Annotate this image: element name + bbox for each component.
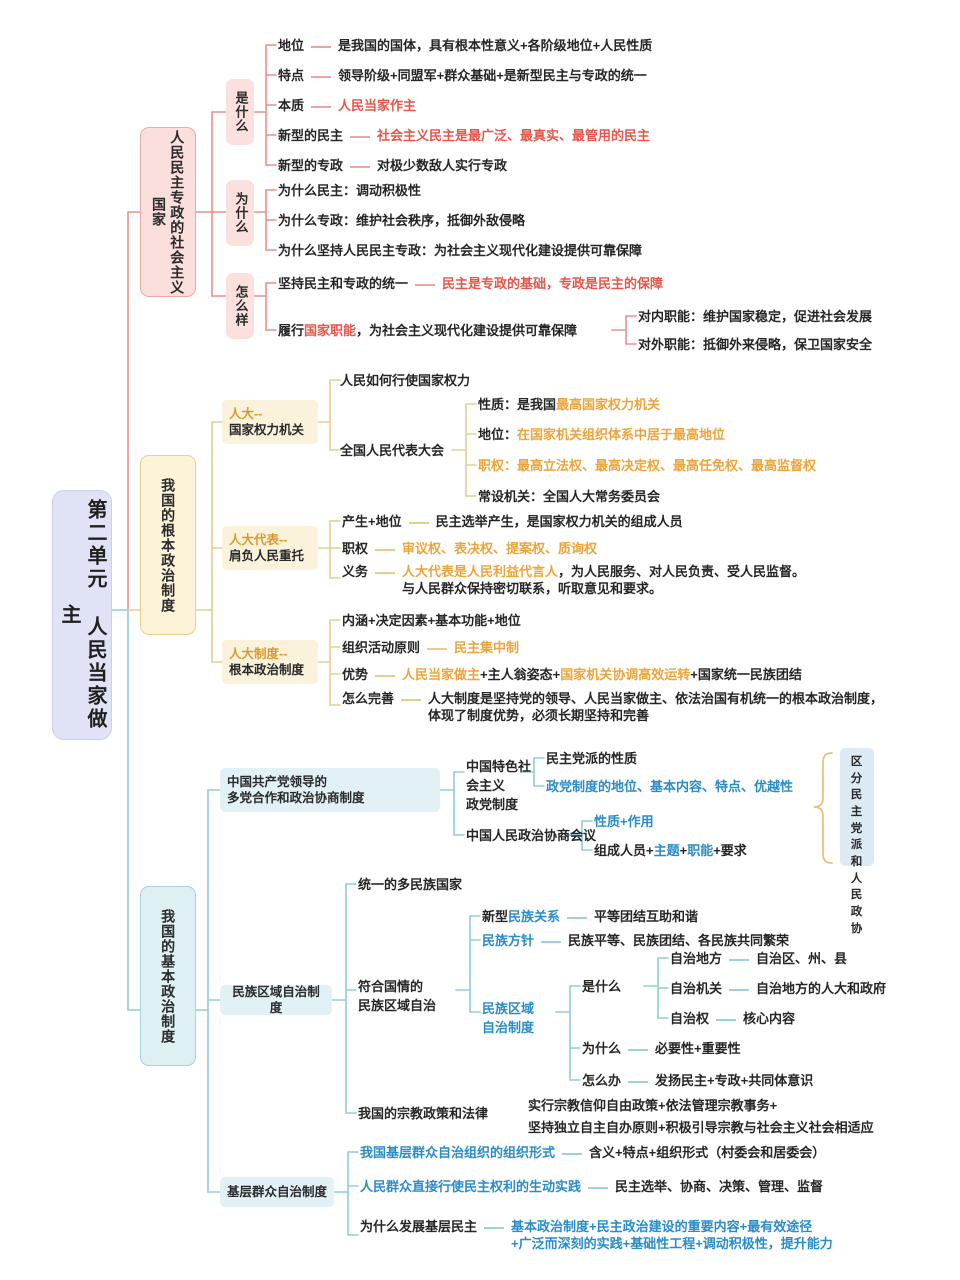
side-label-line-0: 区分 <box>850 756 864 785</box>
chip-npc-organ-line1: 人大-- <box>229 406 263 421</box>
chip-npc-organ-line2: 国家权力机关 <box>229 423 305 437</box>
side-label-line-5: 政协 <box>850 906 864 935</box>
chip-npc-organ[interactable]: 人大-- 国家权力机关 <box>222 400 318 444</box>
row-state-functions: 履行国家职能，为社会主义现代化建设提供可靠保障 <box>278 323 578 338</box>
branch-node-fundamental-system[interactable]: 我国的根本政治制度 <box>140 455 196 635</box>
row-system-advantage: 优势人民当家做主+主人翁姿态+国家机关协调高效运转+国家统一民族团结 <box>342 667 802 682</box>
row-religious-policy-line1: 实行宗教信仰自由政策+依法管理宗教事务+ <box>528 1098 778 1113</box>
row-autonomous-organs: 自治机关自治地方的人大和政府 <box>670 981 887 996</box>
label-socialist-party-system: 中国特色社会主义政党制度 <box>466 759 532 812</box>
row-npc-powers: 职权：最高立法权、最高决定权、最高任免权、最高监督权 <box>478 458 817 473</box>
chip-ethnic-autonomy[interactable]: 民族区域自治制度 <box>220 985 332 1015</box>
side-label-line-4: 人民 <box>850 872 864 902</box>
label-ethnic-autonomy-system: 民族区域自治制度 <box>482 1001 535 1035</box>
row-npc-nature: 性质：是我国最高国家权力机关 <box>478 397 661 412</box>
row-why-democracy: 为什么民主：调动积极性 <box>278 183 422 198</box>
row-deputy-origin: 产生+地位民主选举产生，是国家权力机关的组成人员 <box>342 514 683 529</box>
row-system-connotation: 内涵+决定因素+基本功能+地位 <box>342 613 521 628</box>
chip-npc-deputy-line1: 人大代表-- <box>229 532 288 547</box>
label-autonomy-what-is: 是什么 <box>582 979 622 994</box>
row-status: 地位是我国的国体，具有根本性意义+各阶级地位+人民性质 <box>278 38 653 53</box>
chip-npc-system-line1: 人大制度-- <box>229 646 288 661</box>
row-uphold-unity: 坚持民主和专政的统一民主是专政的基础，专政是民主的保障 <box>278 276 664 291</box>
row-cppcc-nature: 性质+作用 <box>594 814 654 829</box>
row-new-democracy: 新型的民主社会主义民主是最广泛、最真实、最管用的民主 <box>278 128 651 143</box>
label-suited-to-conditions: 符合国情的民族区域自治 <box>358 979 437 1013</box>
row-cppcc-members: 组成人员+主题+职能+要求 <box>594 843 747 858</box>
row-deputy-duty: 义务人大代表是人民利益代言人，为人民服务、对人民负责、受人民监督。与人民群众保持… <box>342 564 806 597</box>
row-features: 特点领导阶级+同盟军+群众基础+是新型民主与专政的统一 <box>278 68 647 83</box>
chip-multiparty-line1: 中国共产党领导的 <box>227 774 328 789</box>
chip-npc-system-line2: 根本政治制度 <box>229 663 305 677</box>
row-how-people-exercise-power: 人民如何行使国家权力 <box>340 373 471 388</box>
row-npc-standing-committee: 常设机关：全国人大常务委员会 <box>478 489 661 504</box>
row-grassroots-forms: 我国基层群众自治组织的组织形式含义+特点+组织形式（村委会和居委会） <box>360 1145 826 1160</box>
chip-what-is[interactable]: 是什么 <box>226 79 254 145</box>
row-grassroots-why: 为什么发展基层民主基本政治制度+民主政治建设的重要内容+最有效途径+广泛而深刻的… <box>360 1219 833 1252</box>
row-ethnic-policy: 民族方针民族平等、民族团结、各民族共同繁荣 <box>482 933 790 948</box>
row-essence: 本质人民当家作主 <box>278 98 417 113</box>
row-external-function: 对外职能：抵御外来侵略，保卫国家安全 <box>638 337 873 352</box>
row-new-ethnic-relations: 新型民族关系平等团结互助和谐 <box>482 909 699 924</box>
chip-grassroots-autonomy[interactable]: 基层群众自治制度 <box>220 1177 334 1207</box>
row-religious-policy-line2: 坚持独立自主自办原则+积极引导宗教与社会主义社会相适应 <box>528 1120 874 1135</box>
side-label-line-2: 党派 <box>850 822 864 852</box>
chip-npc-deputy[interactable]: 人大代表-- 肩负人民重托 <box>222 526 318 570</box>
row-autonomy-why: 为什么必要性+重要性 <box>582 1041 741 1056</box>
row-national-peoples-congress: 全国人民代表大会 <box>340 443 445 458</box>
row-autonomy-rights: 自治权核心内容 <box>670 1011 796 1026</box>
row-deputy-powers: 职权审议权、表决权、提案权、质询权 <box>342 541 598 556</box>
row-npc-status: 地位：在国家机关组织体系中居于最高地位 <box>478 427 726 442</box>
chip-multiparty-line2: 多党合作和政治协商制度 <box>227 791 365 805</box>
chip-why[interactable]: 为什么 <box>226 180 254 246</box>
chip-multiparty-cooperation[interactable]: 中国共产党领导的 多党合作和政治协商制度 <box>220 768 440 812</box>
row-why-dictatorship: 为什么专政：维护社会秩序，抵御外敌侵略 <box>278 213 526 228</box>
row-why-uphold: 为什么坚持人民民主专政：为社会主义现代化建设提供可靠保障 <box>278 243 643 258</box>
side-label-line-3: 和 <box>850 856 864 869</box>
row-organizational-principle: 组织活动原则民主集中制 <box>342 640 520 655</box>
row-unified-multiethnic-country: 统一的多民族国家 <box>358 877 463 892</box>
row-autonomous-areas: 自治地方自治区、州、县 <box>670 951 848 966</box>
label-religious-policy: 我国的宗教政策和法律 <box>358 1106 489 1121</box>
row-party-system-status: 政党制度的地位、基本内容、特点、优越性 <box>546 779 794 794</box>
row-party-nature: 民主党派的性质 <box>546 751 638 766</box>
side-label-distinguish: 区分 民主 党派 和 人民 政协 <box>840 748 874 935</box>
chip-npc-deputy-line2: 肩负人民重托 <box>229 549 305 563</box>
side-label-line-1: 民主 <box>850 789 864 819</box>
row-internal-function: 对内职能：维护国家稳定，促进社会发展 <box>638 309 873 324</box>
row-new-dictatorship: 新型的专政对极少数敌人实行专政 <box>278 158 508 173</box>
root-node[interactable]: 第二单元 人民当家做主 <box>52 490 112 740</box>
branch-node-basic-system[interactable]: 我国的基本政治制度 <box>140 886 196 1066</box>
label-cppcc: 中国人民政治协商会议 <box>466 828 597 843</box>
row-how-to-improve: 怎么完善人大制度是坚持党的领导、人民当家做主、依法治国有机统一的根本政治制度，体… <box>342 691 884 724</box>
chip-npc-system[interactable]: 人大制度-- 根本政治制度 <box>222 640 318 684</box>
branch-node-people-democracy[interactable]: 人民民主专政的社会主义国家 <box>140 127 196 297</box>
chip-how[interactable]: 怎么样 <box>226 273 254 339</box>
row-grassroots-practice: 人民群众直接行使民主权利的生动实践民主选举、协商、决策、管理、监督 <box>360 1179 824 1194</box>
row-autonomy-how: 怎么办发扬民主+专政+共同体意识 <box>582 1073 814 1088</box>
